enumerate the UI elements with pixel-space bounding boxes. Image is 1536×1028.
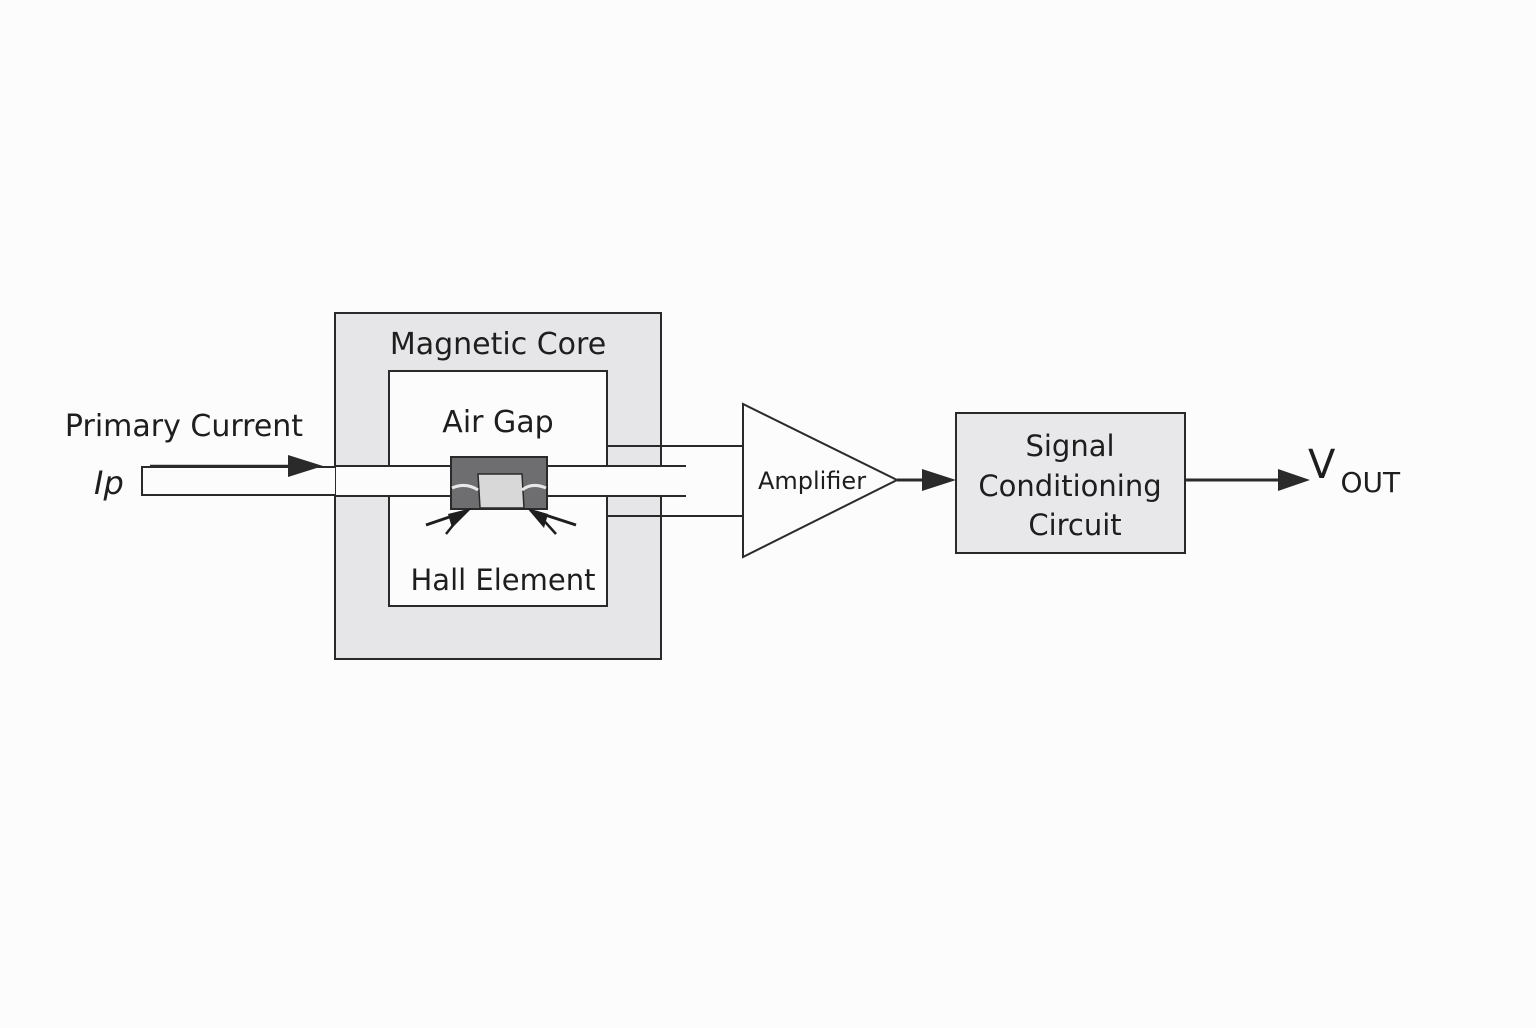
hall-arrow-right-head bbox=[527, 508, 548, 528]
signal-conditioning-block bbox=[955, 412, 1186, 554]
magnetic-core-label: Magnetic Core bbox=[390, 327, 606, 362]
hall-element-label: Hall Element bbox=[411, 563, 596, 597]
hall-arrow-right-line2 bbox=[537, 513, 557, 535]
primary-current-label: Primary Current bbox=[65, 409, 303, 444]
ip-label: Ip bbox=[94, 464, 124, 502]
amplifier-symbol bbox=[742, 402, 900, 559]
signal-conditioning-label-line3: Circuit bbox=[1028, 508, 1121, 542]
hall-element-cutout bbox=[477, 473, 525, 509]
hall-element-left-lead bbox=[451, 483, 479, 492]
output-arrowhead bbox=[1278, 469, 1310, 491]
air-gap-label: Air Gap bbox=[442, 405, 553, 440]
magnetic-core bbox=[334, 312, 662, 660]
signal-conditioning-label-line2: Conditioning bbox=[978, 469, 1161, 503]
primary-current-arrowhead bbox=[288, 455, 323, 477]
amp-output-arrowhead bbox=[922, 469, 956, 491]
hall-arrow-left-line2 bbox=[445, 513, 463, 535]
amplifier-label: Amplifier bbox=[758, 467, 866, 495]
vout-v: V bbox=[1308, 442, 1336, 488]
vout-label: V OUT bbox=[1308, 442, 1401, 499]
hall-element-right-lead bbox=[521, 483, 547, 492]
vout-subscript: OUT bbox=[1340, 466, 1401, 499]
signal-conditioning-label-line1: Signal bbox=[1025, 429, 1114, 463]
